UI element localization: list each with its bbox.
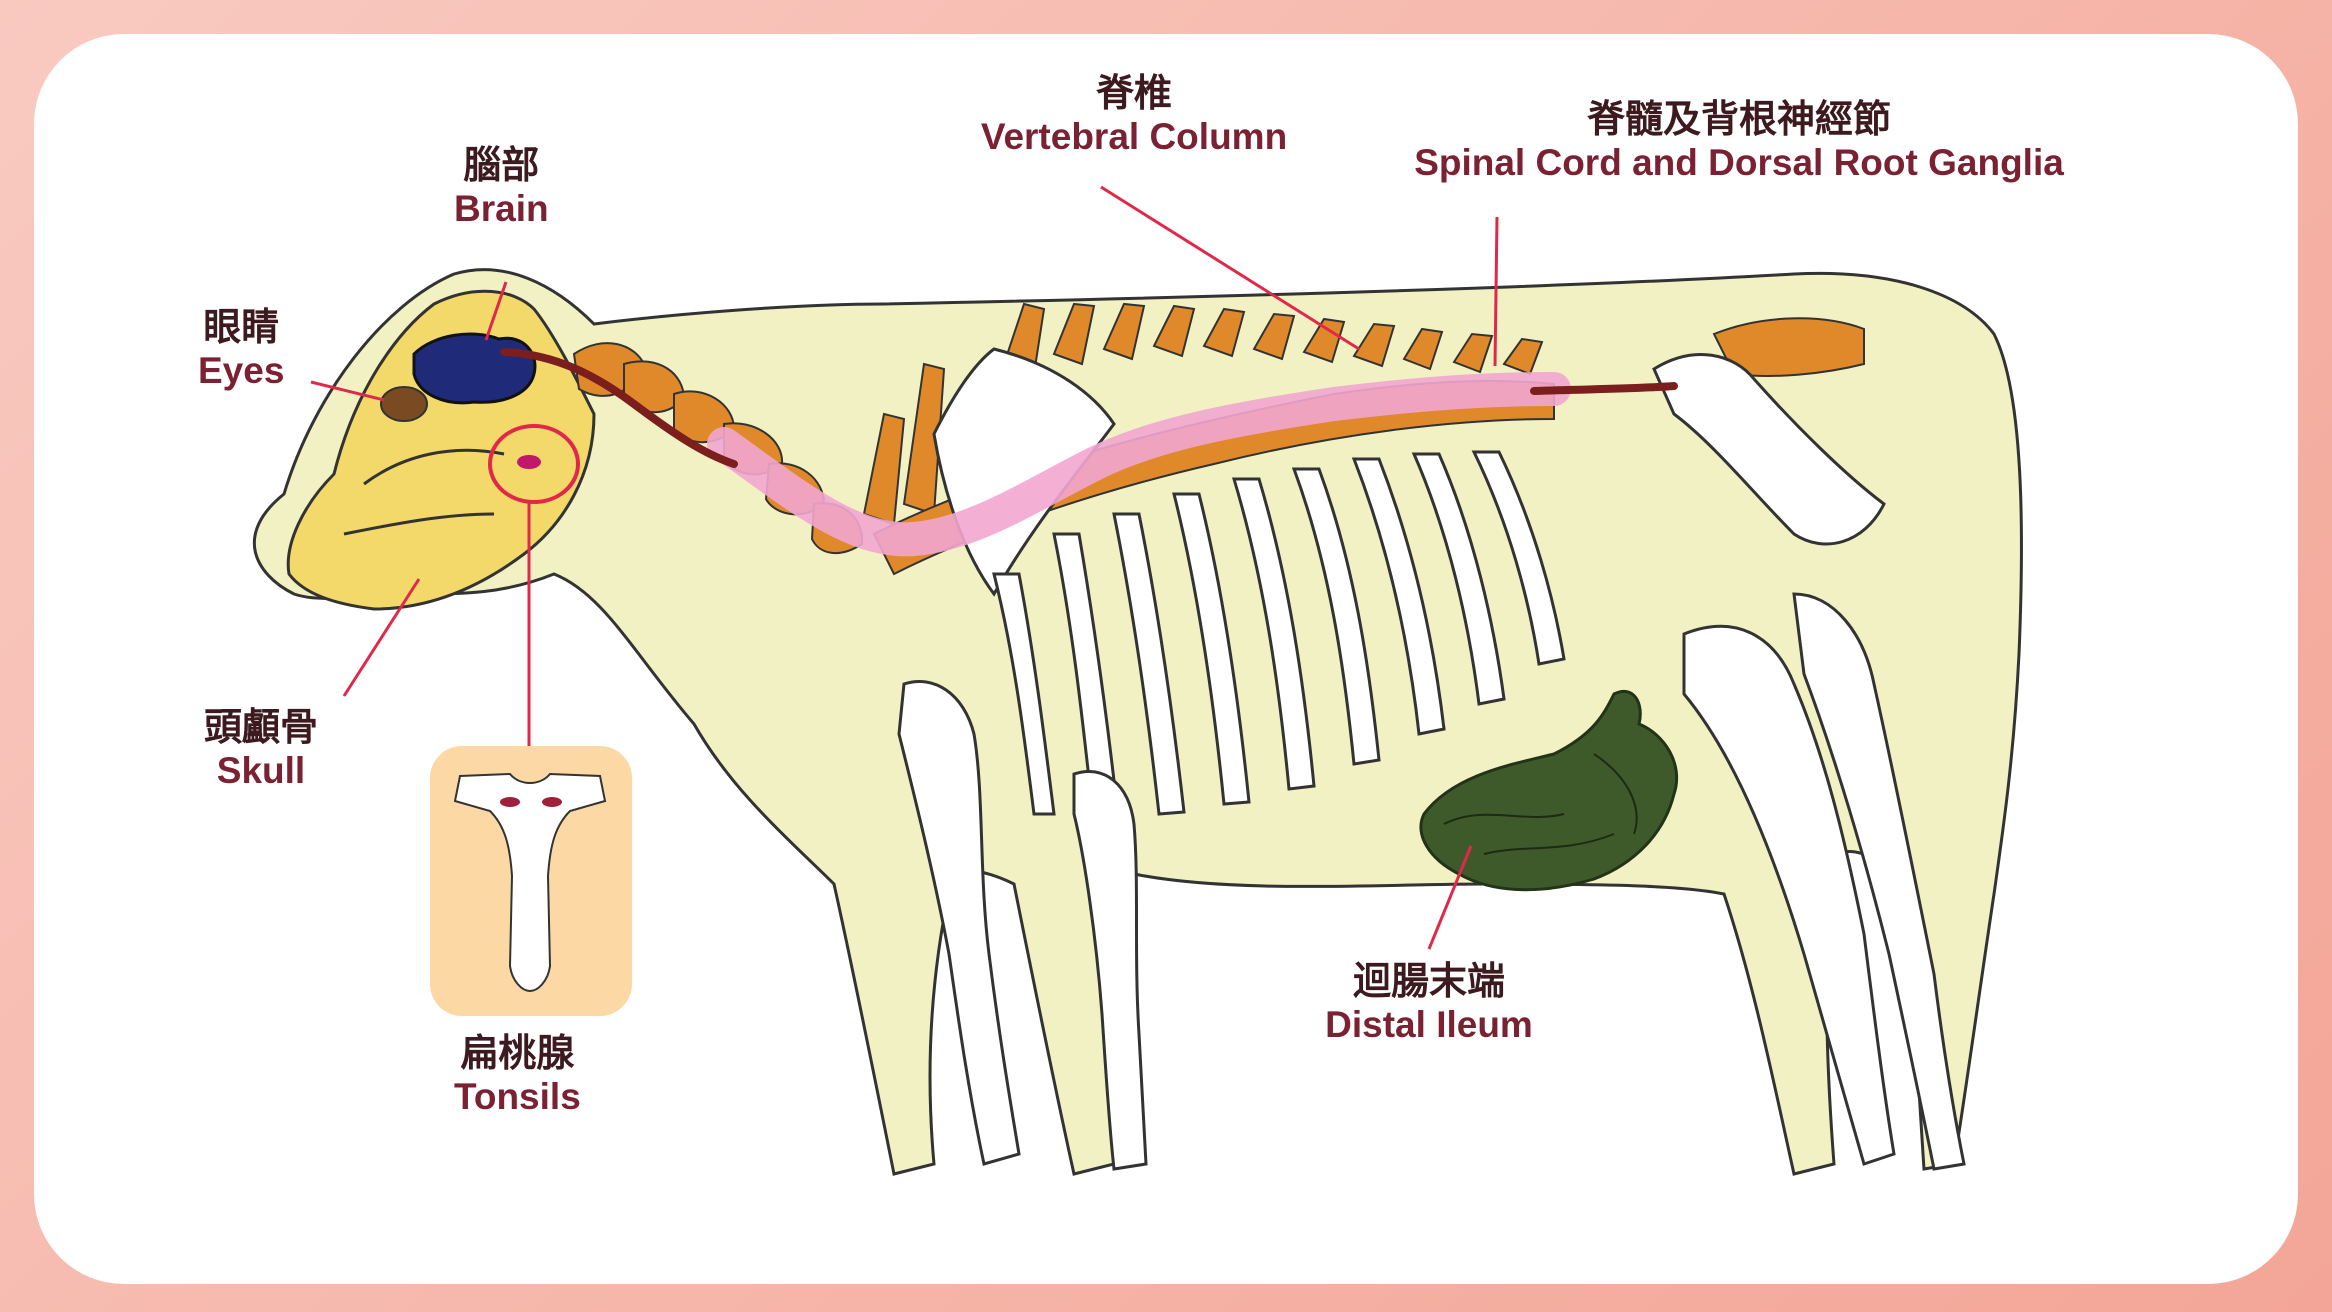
tonsil-inset	[430, 746, 632, 1016]
diagram-card: 腦部 Brain 眼睛 Eyes 頭顱骨 Skull 扁桃腺 Tonsils 脊…	[34, 34, 2298, 1284]
skull-detail	[343, 448, 505, 536]
pelvis	[1652, 353, 1886, 546]
spinal-cord-zh: 脊髓及背根神經節	[1586, 97, 1891, 141]
brain-zh: 腦部	[463, 143, 540, 187]
skull-zh: 頭顱骨	[204, 705, 319, 749]
vertebral-column-zh: 脊椎	[1095, 71, 1172, 115]
tonsil-inset-diagram	[453, 772, 607, 993]
label-spinal-cord: 脊髓及背根神經節 Spinal Cord and Dorsal Root Gan…	[1364, 97, 2114, 184]
hind-leg	[1682, 624, 1896, 1166]
tonsil-right	[542, 797, 562, 807]
callout-lines	[310, 185, 1499, 950]
distal-ileum-zh: 迴腸末端	[1352, 959, 1505, 1003]
sacrum-vertebrae	[1712, 317, 1865, 377]
spinal-cord-en: Spinal Cord and Dorsal Root Ganglia	[1414, 141, 2064, 183]
vertebral-column-en: Vertebral Column	[980, 115, 1288, 157]
tongue-outline	[453, 772, 607, 993]
tonsils-zh: 扁桃腺	[460, 1031, 575, 1075]
tonsil-spot	[517, 455, 541, 469]
label-brain: 腦部 Brain	[454, 143, 549, 230]
eyes-en: Eyes	[198, 349, 285, 391]
ileum-coils	[1443, 753, 1638, 855]
skull-en: Skull	[216, 749, 306, 791]
spinal-cord	[500, 348, 1678, 468]
label-eyes: 眼睛 Eyes	[198, 305, 285, 392]
spinal-cord-highlight	[707, 372, 1571, 557]
brain-en: Brain	[454, 187, 549, 229]
front-leg-far	[1072, 769, 1148, 1171]
eye	[380, 386, 428, 422]
label-skull: 頭顱骨 Skull	[204, 705, 319, 792]
tonsils-en: Tonsils	[454, 1075, 581, 1117]
tonsil-highlight-circle	[488, 424, 580, 504]
cow-body-outline	[253, 268, 2023, 1176]
thoracic-vertebrae	[862, 302, 1544, 526]
front-leg	[897, 679, 1021, 1166]
hind-leg-far	[1792, 592, 1966, 1171]
label-tonsils: 扁桃腺 Tonsils	[454, 1031, 581, 1118]
distal-ileum-en: Distal Ileum	[1325, 1003, 1533, 1045]
cow-anatomy-illustration	[253, 185, 2023, 1176]
brain	[412, 332, 537, 405]
distal-ileum	[1419, 689, 1679, 892]
label-vertebral-column: 脊椎 Vertebral Column	[924, 71, 1344, 158]
tonsil-left	[500, 797, 520, 807]
label-distal-ileum: 迴腸末端 Distal Ileum	[1279, 959, 1579, 1046]
ribs	[992, 450, 1566, 826]
eyes-zh: 眼睛	[203, 305, 280, 349]
